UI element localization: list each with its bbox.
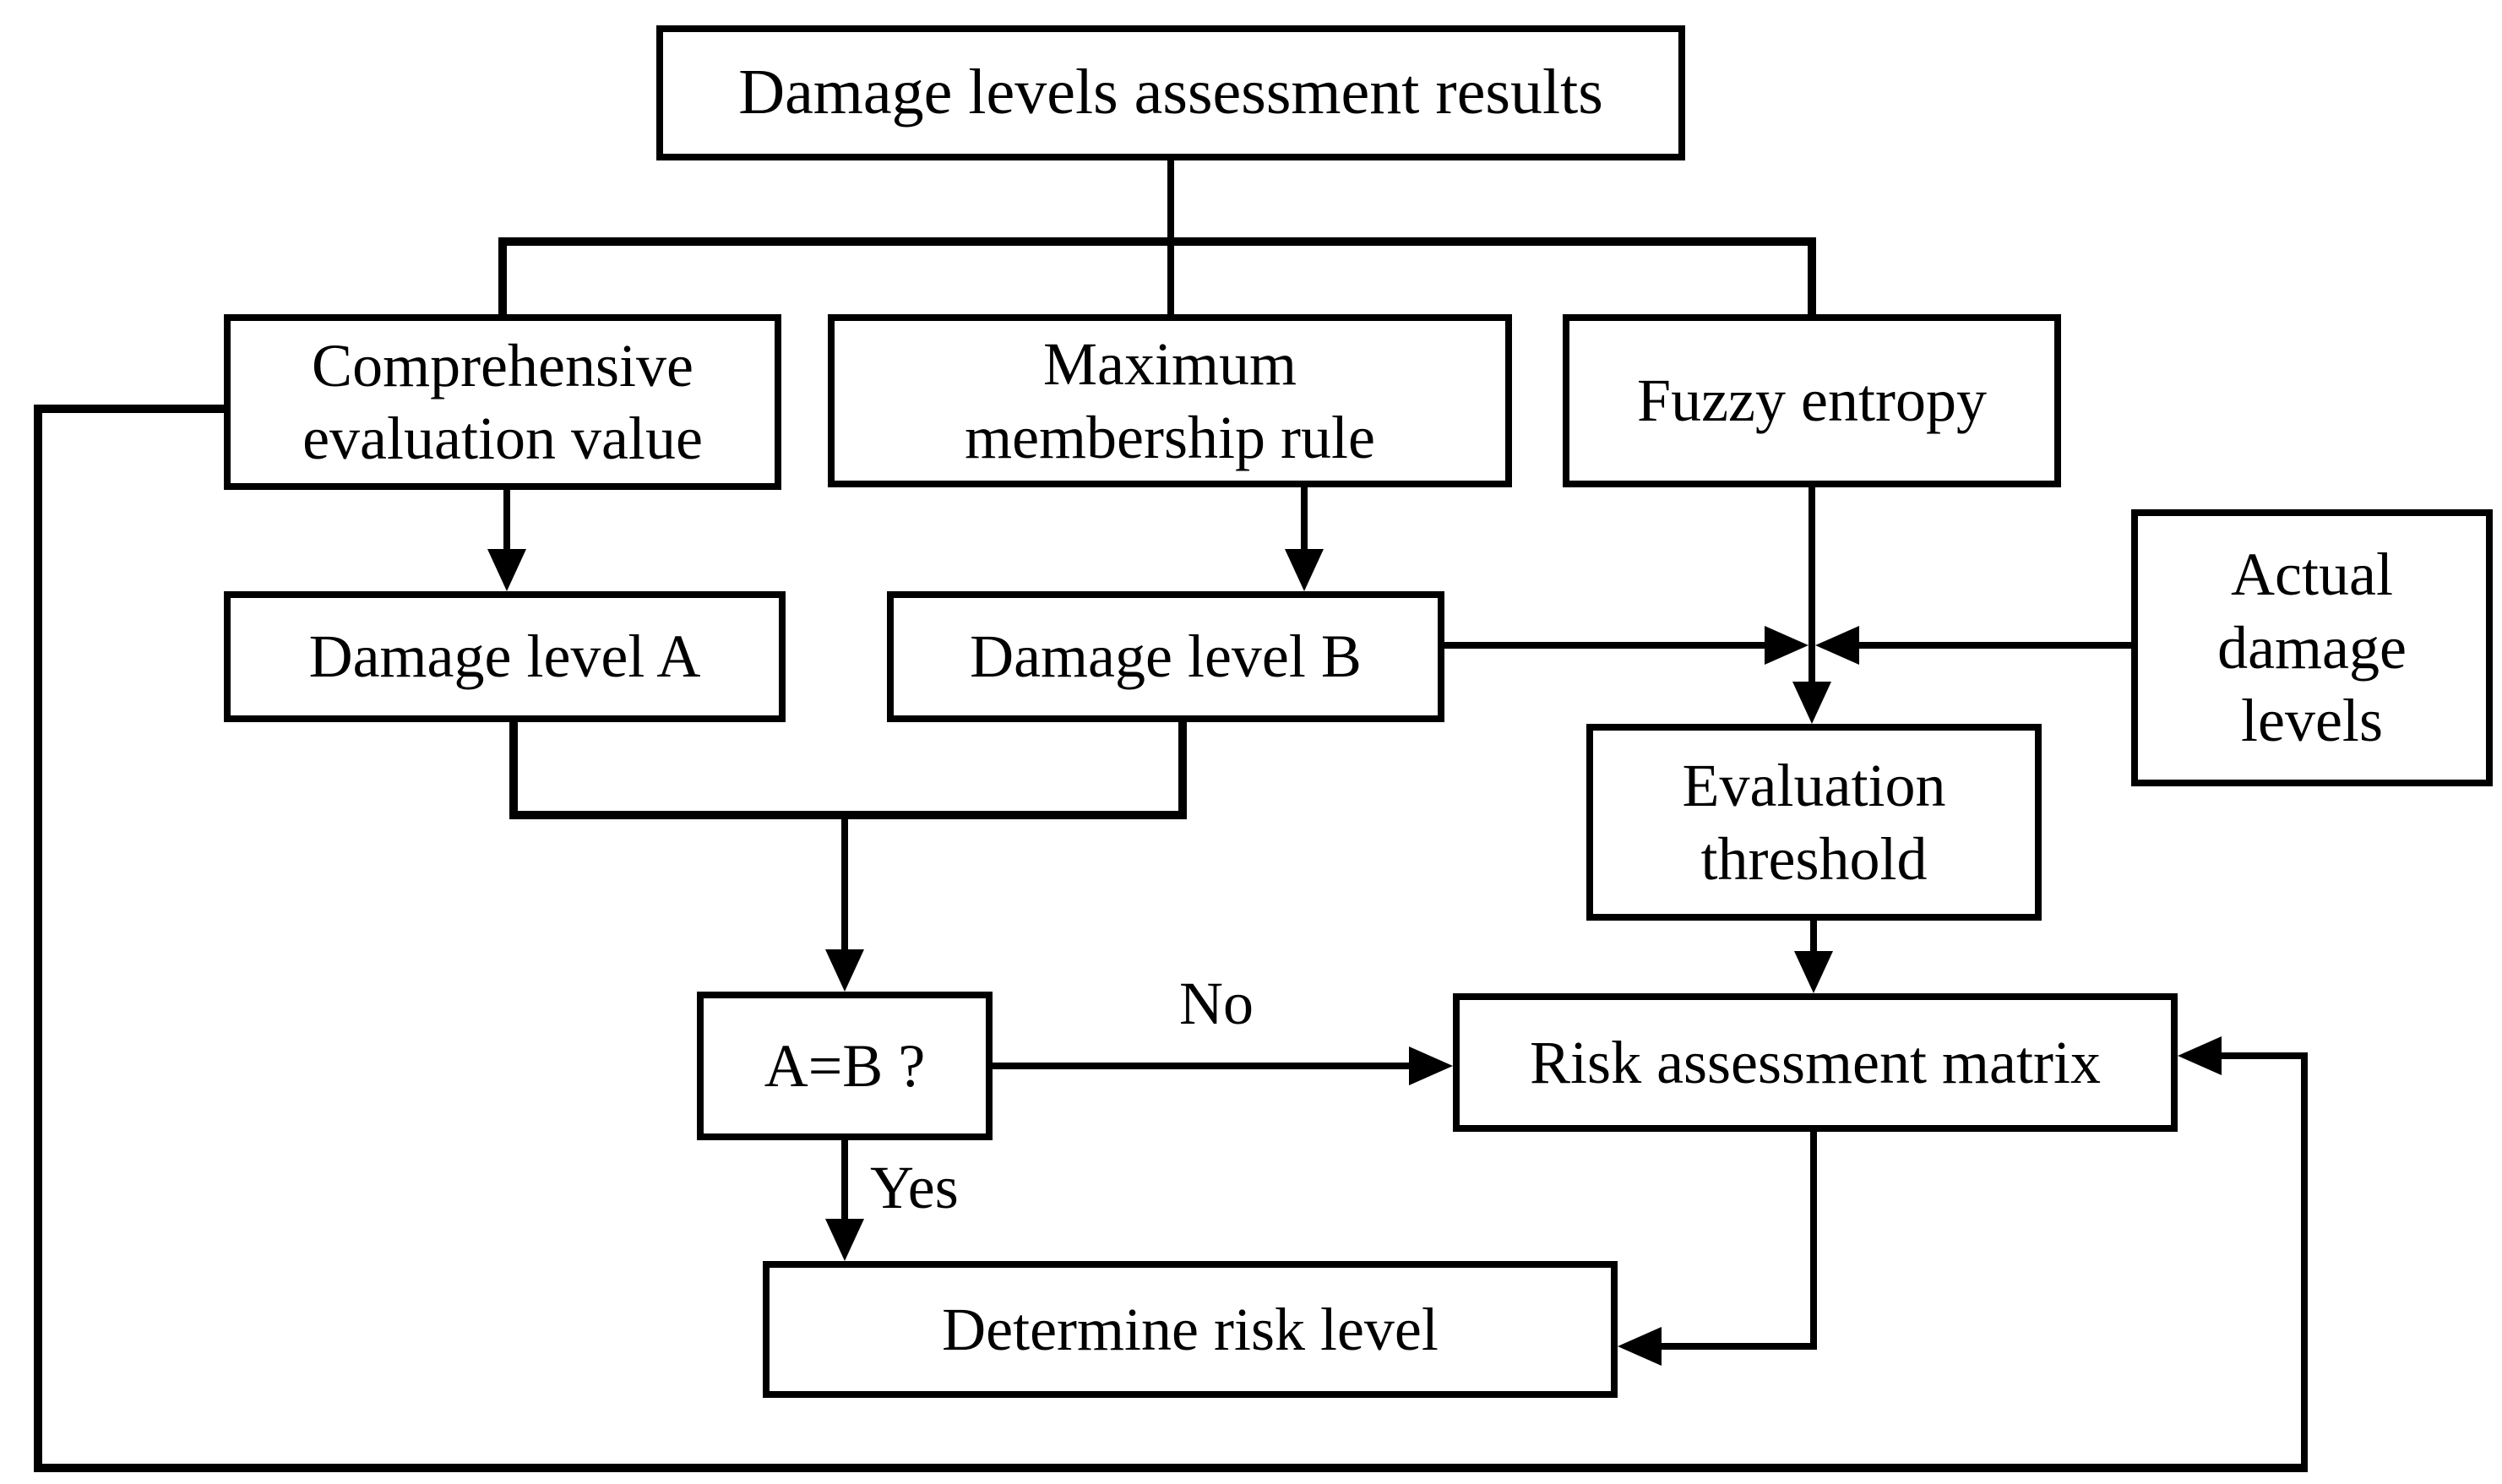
node-label: Comprehensive evaluation value (302, 331, 703, 472)
node-label: Damage levels assessment results (738, 57, 1603, 128)
edge-actual-to-junction-stem (1859, 642, 2131, 649)
edge-risk-to-determine-horizontal (1662, 1343, 1817, 1350)
edge-feedback-right-vertical (2301, 1052, 2308, 1472)
edge-bar-leg-left (498, 246, 507, 318)
edge-bottom-feedback (34, 1464, 2308, 1472)
edge-maximum-to-b-stem (1301, 487, 1308, 551)
edge-bar-leg-mid (1167, 246, 1174, 318)
edge-fuzzy-stem (1809, 487, 1815, 683)
node-determine-risk-level: Determine risk level (763, 1261, 1618, 1398)
node-label: Damage level B (970, 622, 1362, 691)
arrowhead-b-to-junction (1765, 626, 1809, 665)
node-label: A=B ? (764, 1031, 926, 1100)
arrowhead-comprehensive-to-a (487, 549, 526, 591)
edge-b-bottom-stub (1178, 722, 1187, 815)
edge-results-stem (1167, 159, 1174, 242)
edge-merge-bar (509, 811, 1187, 819)
node-actual-damage-levels: Actual damage levels (2131, 509, 2493, 786)
edge-yes-stem (841, 1140, 848, 1219)
arrowhead-feedback-to-risk (2178, 1036, 2222, 1075)
arrowhead-actual-to-junction (1815, 626, 1859, 665)
arrowhead-evaluation-to-risk (1794, 951, 1833, 993)
edge-distribution-bar (498, 237, 1816, 246)
arrowhead-no-to-risk (1409, 1046, 1453, 1085)
node-risk-assessment-matrix: Risk assessment matrix (1453, 993, 2178, 1132)
edge-a-bottom-stub (509, 722, 518, 815)
edge-left-loop-vertical (34, 405, 42, 1472)
node-a-equals-b: A=B ? (697, 992, 993, 1140)
node-label: Risk assessment matrix (1530, 1028, 2101, 1096)
edge-label-no: No (1179, 970, 1254, 1037)
arrowhead-fuzzy-to-evaluation (1792, 682, 1831, 724)
node-comprehensive-evaluation-value: Comprehensive evaluation value (224, 314, 781, 490)
node-fuzzy-entropy: Fuzzy entropy (1563, 314, 2061, 487)
node-label: Determine risk level (942, 1295, 1439, 1363)
edge-left-loop-horizontal (34, 405, 224, 413)
node-damage-level-a: Damage level A (224, 591, 786, 722)
node-label: Maximum membership rule (965, 330, 1375, 471)
node-label: Evaluation threshold (1682, 752, 1946, 893)
arrowhead-merge-to-aeb (825, 949, 864, 992)
edge-label-yes: Yes (870, 1154, 959, 1221)
arrowhead-yes-to-determine (825, 1219, 864, 1261)
node-damage-levels-assessment-results: Damage levels assessment results (656, 25, 1685, 160)
node-damage-level-b: Damage level B (887, 591, 1444, 722)
arrowhead-risk-to-determine (1618, 1327, 1662, 1366)
edge-b-to-junction-stem (1444, 642, 1765, 649)
edge-feedback-right-horizontal (2222, 1052, 2306, 1059)
arrowhead-maximum-to-b (1285, 549, 1324, 591)
edge-merge-to-aeb-stem (841, 819, 848, 949)
edge-risk-to-determine-vertical (1810, 1132, 1817, 1350)
node-label: Fuzzy entropy (1637, 367, 1987, 435)
edge-comprehensive-to-a-stem (503, 490, 510, 551)
node-maximum-membership-rule: Maximum membership rule (828, 314, 1512, 487)
node-evaluation-threshold: Evaluation threshold (1586, 724, 2042, 921)
node-label: Damage level A (308, 622, 701, 691)
node-label: Actual damage levels (2217, 541, 2407, 755)
edge-evaluation-to-risk-stem (1810, 921, 1817, 953)
edge-no-stem (993, 1063, 1409, 1069)
edge-bar-leg-right (1808, 246, 1816, 318)
